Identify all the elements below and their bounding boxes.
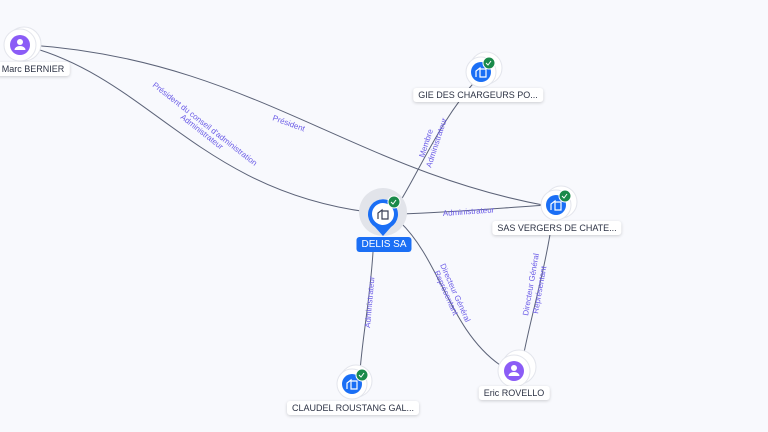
node-label-marc[interactable]: Marc BERNIER <box>0 62 70 76</box>
node-sas[interactable] <box>540 185 578 221</box>
edge-sas-delis <box>399 204 549 215</box>
person-icon <box>14 39 26 50</box>
building-icon <box>475 66 487 78</box>
edge-label: Président <box>271 113 307 133</box>
node-eric-rovello[interactable] <box>497 349 537 388</box>
node-label-claudel[interactable]: CLAUDEL ROUSTANG GAL... <box>286 401 420 415</box>
person-icon <box>508 365 520 376</box>
node-marc-bernier[interactable] <box>3 26 42 62</box>
node-label-sas[interactable]: SAS VERGERS DE CHATE... <box>492 221 622 235</box>
building-icon <box>377 208 389 220</box>
node-delis-sa[interactable] <box>359 188 407 236</box>
node-gie[interactable] <box>465 51 503 88</box>
edge-delis-claudel <box>359 251 374 373</box>
node-claudel[interactable] <box>336 364 373 400</box>
building-icon <box>550 199 562 211</box>
edge-label: Administrateur <box>443 205 495 218</box>
edge-label: Administrateur <box>363 276 376 328</box>
node-label-eric[interactable]: Eric ROVELLO <box>478 386 550 400</box>
edge-eric-sas <box>522 221 553 359</box>
edge-delis-eric <box>399 221 501 366</box>
building-icon <box>346 378 358 390</box>
node-label-gie[interactable]: GIE DES CHARGEURS PO... <box>413 88 543 102</box>
node-label-delis[interactable]: DELIS SA <box>356 237 412 252</box>
edge-marc-sas <box>29 44 549 207</box>
edge-marc-delis <box>29 46 369 213</box>
